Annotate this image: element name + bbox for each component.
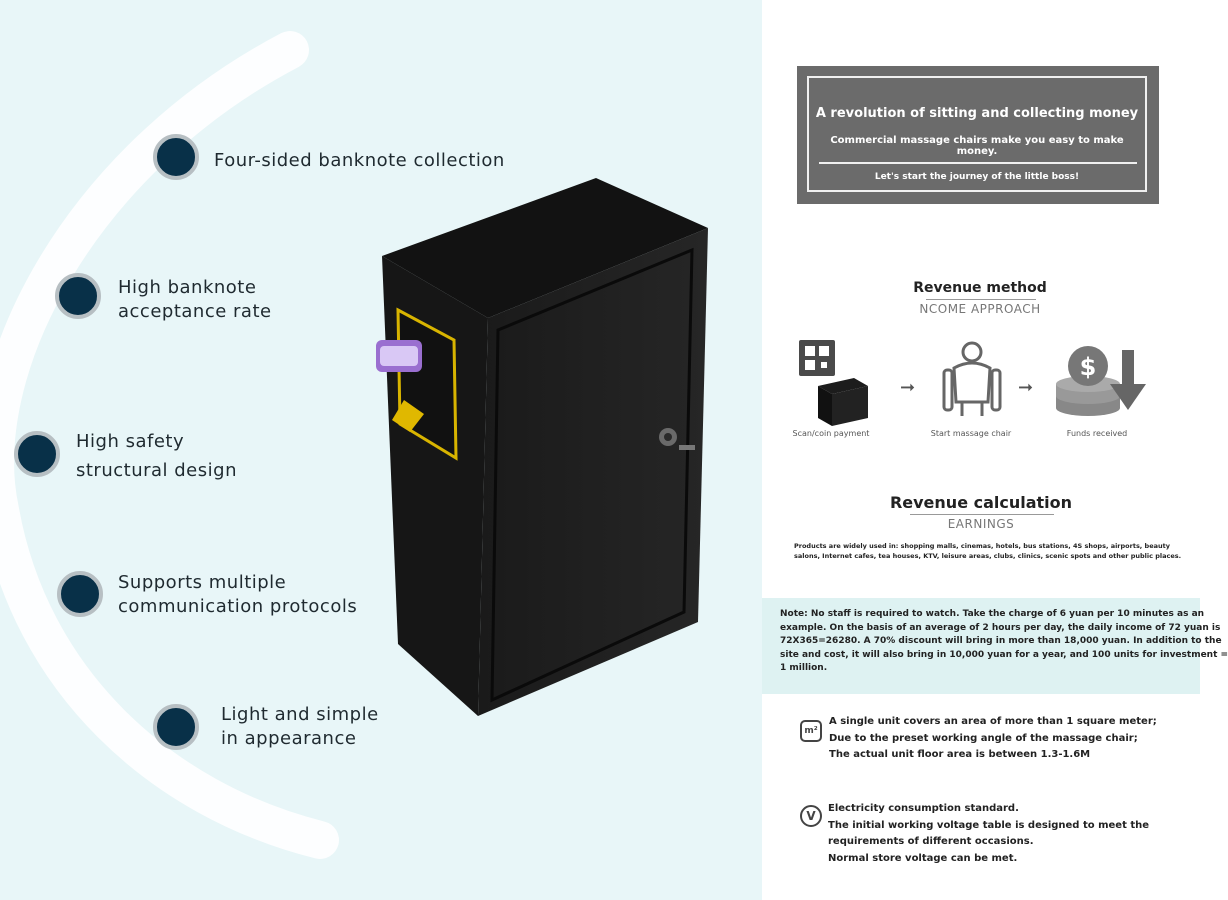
feature-4-line2: communication protocols — [118, 596, 358, 617]
svg-text:$: $ — [1080, 353, 1097, 381]
arrow-right-icon: ➞ — [1018, 377, 1034, 398]
banknote-cash-box-image — [376, 178, 708, 716]
area-info-line-1: A single unit covers an area of more tha… — [829, 716, 1157, 727]
usage-description: Products are widely used in: shopping ma… — [794, 541, 1194, 561]
massage-chair-icon — [942, 341, 1002, 416]
usage-line-2: salons, Internet cafes, tea houses, KTV,… — [794, 552, 1182, 560]
feature-bullet-icon — [153, 704, 199, 750]
area-info-line-3: The actual unit floor area is between 1.… — [829, 749, 1091, 760]
note-text: Note: No staff is required to watch. Tak… — [780, 608, 1228, 676]
power-info-text: Electricity consumption standard. The in… — [828, 801, 1188, 867]
arrow-right-icon: ➞ — [900, 377, 916, 398]
info-panel: A revolution of sitting and collecting m… — [762, 0, 1228, 900]
note-line-2: example. On the basis of an average of 2… — [780, 622, 1221, 633]
feature-label-4: Supports multiple communication protocol… — [118, 571, 408, 619]
promo-banner-frame: A revolution of sitting and collecting m… — [807, 76, 1147, 192]
note-line-5: 1 million. — [780, 663, 828, 673]
feature-bullet-icon — [57, 571, 103, 617]
power-info-line-3: requirements of different occasions. — [828, 836, 1034, 847]
feature-2-line2: acceptance rate — [118, 301, 272, 322]
revenue-calculation-title: Revenue calculation — [889, 493, 1073, 512]
qr-payment-icon — [799, 340, 868, 426]
usage-line-1: Products are widely used in: shopping ma… — [794, 542, 1170, 550]
feature-label-1: Four-sided banknote collection — [214, 149, 544, 173]
power-info-line-4: Normal store voltage can be met. — [828, 852, 1018, 864]
feature-3-line1: High safety — [76, 431, 185, 452]
revenue-calculation-rule — [910, 514, 1054, 515]
note-line-4: site and cost, it will also bring in 10,… — [780, 649, 1228, 660]
note-line-1: Note: No staff is required to watch. Tak… — [780, 609, 1205, 619]
coins-dollar-icon: $ — [1056, 346, 1146, 416]
promo-banner: A revolution of sitting and collecting m… — [797, 66, 1159, 204]
feature-label-5: Light and simple in appearance — [221, 703, 481, 751]
feature-5-line2: in appearance — [221, 728, 357, 749]
feature-5-line1: Light and simple — [221, 704, 379, 725]
decorative-arc — [0, 31, 339, 859]
banner-divider — [819, 162, 1137, 164]
feature-bullet-icon — [55, 273, 101, 319]
banner-title: A revolution of sitting and collecting m… — [815, 106, 1139, 121]
flow-step-1-label: Scan/coin payment — [792, 429, 870, 438]
revenue-method-rule — [926, 299, 1036, 300]
note-line-3: 72X365=26280. A 70% discount will bring … — [780, 636, 1222, 646]
feature-label-2: High banknote acceptance rate — [118, 276, 378, 324]
area-info-line-2: Due to the preset working angle of the m… — [829, 732, 1138, 744]
area-info-text: A single unit covers an area of more tha… — [829, 714, 1189, 764]
feature-4-line1: Supports multiple — [118, 572, 287, 593]
area-m2-icon: m² — [800, 720, 822, 742]
power-info-line-1: Electricity consumption standard. — [828, 803, 1019, 814]
feature-panel: Four-sided banknote collection High bank… — [0, 0, 762, 900]
revenue-method-title: Revenue method — [913, 280, 1047, 296]
banner-subtitle: Commercial massage chairs make you easy … — [830, 135, 1124, 157]
voltage-v-icon: V — [800, 805, 822, 827]
feature-label-3: High safety structural design — [76, 430, 336, 483]
feature-bullet-icon — [153, 134, 199, 180]
revenue-calculation-subtitle: EARNINGS — [947, 517, 1015, 531]
flow-step-2-label: Start massage chair — [930, 429, 1012, 438]
banner-footer: Let's start the journey of the little bo… — [874, 172, 1080, 182]
feature-2-line1: High banknote — [118, 277, 257, 298]
revenue-method-subtitle: NCOME APPROACH — [919, 302, 1041, 316]
note-box: Note: No staff is required to watch. Tak… — [762, 598, 1228, 694]
feature-3-line2: structural design — [76, 460, 237, 481]
feature-1-line1: Four-sided banknote collection — [214, 150, 505, 171]
power-info-line-2: The initial working voltage table is des… — [828, 819, 1150, 831]
flow-step-3-label: Funds received — [1066, 429, 1128, 438]
feature-bullet-icon — [14, 431, 60, 477]
